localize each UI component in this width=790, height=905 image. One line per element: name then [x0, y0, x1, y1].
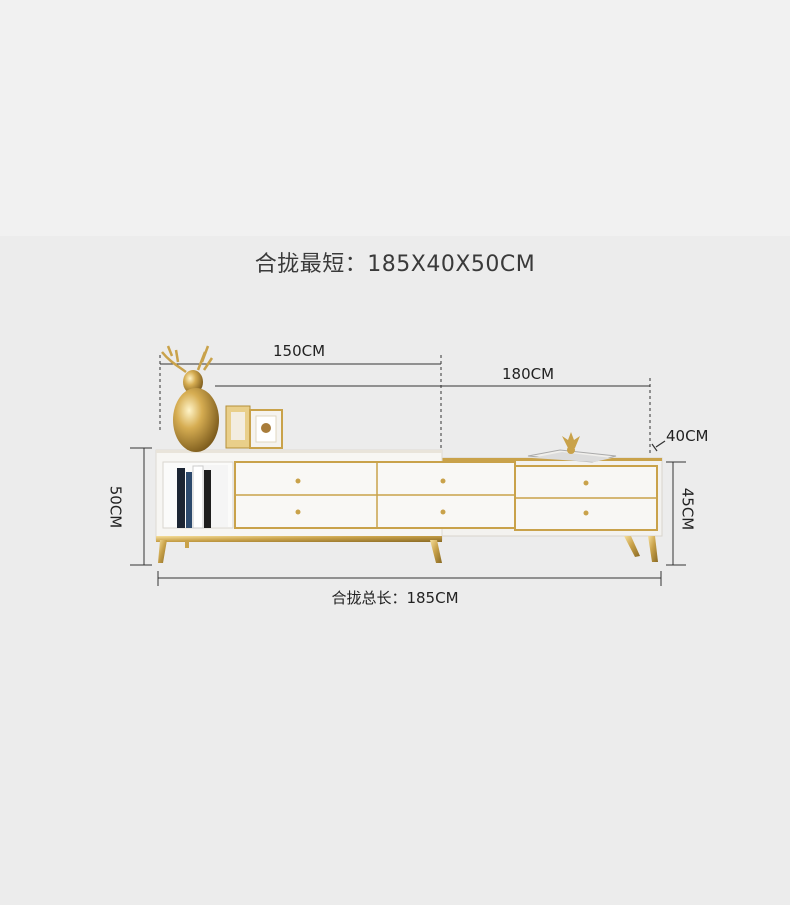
- cabinet-main: [155, 449, 516, 563]
- top-blank-area: [0, 0, 790, 236]
- heading: 合拢最短：185X40X50CM: [254, 252, 536, 277]
- dim-label-180: 180CM: [502, 365, 555, 383]
- dimension-depth-lines: [651, 440, 666, 452]
- photo-frames: [225, 405, 283, 449]
- dimension-180-lines: [215, 378, 651, 455]
- dim-label-height-right: 45CM: [678, 487, 697, 531]
- dim-label-depth: 40CM: [666, 427, 709, 445]
- diagram-area: [0, 236, 790, 905]
- total-length-label: 合拢总长：185CM: [331, 589, 459, 607]
- right-books-ornament: [527, 432, 617, 463]
- dimension-total-lines: [157, 571, 662, 586]
- dim-label-150: 150CM: [273, 342, 326, 360]
- dim-label-height-left: 50CM: [106, 485, 125, 529]
- gold-deer-vase: [161, 345, 219, 452]
- dimension-45-lines: [666, 461, 686, 566]
- dimension-50-lines: [130, 447, 152, 566]
